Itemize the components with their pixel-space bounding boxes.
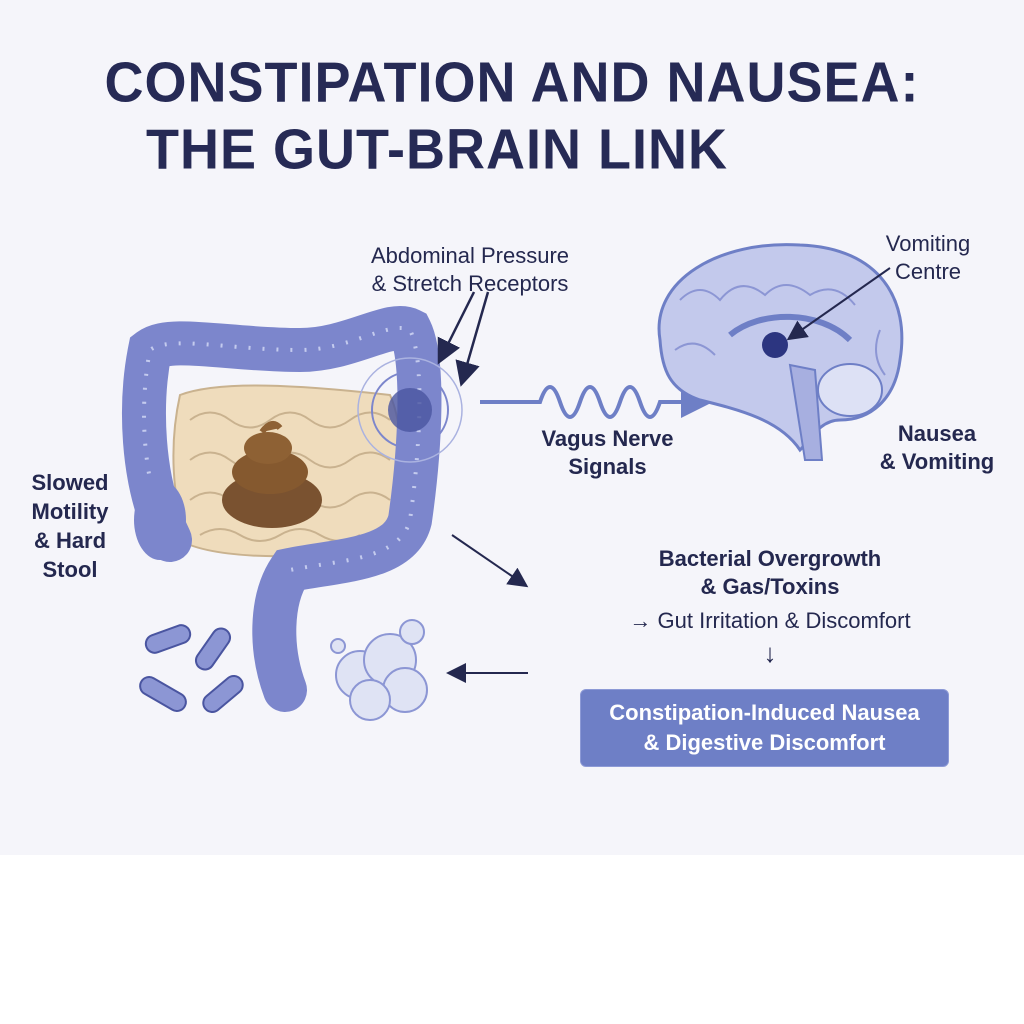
label-line: & Hard xyxy=(33,528,107,553)
vomiting-centre-dot xyxy=(762,332,788,358)
label-line: Motility xyxy=(31,499,109,524)
stool-icon xyxy=(222,420,322,528)
label-line: Slowed xyxy=(31,470,109,495)
label-nausea-vomiting: Nausea & Vomiting xyxy=(862,420,1012,476)
page-title: CONSTIPATION AND NAUSEA: THE GUT-BRAIN L… xyxy=(0,49,1024,183)
label-line: Abdominal Pressure xyxy=(370,243,570,268)
brain-icon xyxy=(657,243,904,461)
label-line: Bacterial Overgrowth xyxy=(658,546,882,571)
outcome-line-2: & Digestive Discomfort xyxy=(643,730,886,755)
cerebellum xyxy=(817,363,883,417)
label-line: Signals xyxy=(568,454,647,479)
outcome-box: Constipation-Induced Nausea & Digestive … xyxy=(580,689,949,767)
vagus-nerve-wave xyxy=(480,385,713,419)
pressure-point xyxy=(388,388,432,432)
bacteria-icon xyxy=(139,624,244,713)
label-line: & Gas/Toxins xyxy=(700,574,840,599)
label-vagus-nerve: Vagus Nerve Signals xyxy=(520,425,695,481)
label-line: & Stretch Receptors xyxy=(371,271,569,296)
gas-cloud-icon xyxy=(330,619,428,721)
brainstem xyxy=(788,363,824,461)
label-line: & Vomiting xyxy=(879,449,995,474)
label-bacterial-overgrowth: Bacterial Overgrowth & Gas/Toxins → Gut … xyxy=(600,545,940,667)
label-line: Centre xyxy=(894,259,962,284)
label-line: → Gut Irritation & Discomfort xyxy=(629,608,911,633)
down-arrow-icon: ↓ xyxy=(763,638,777,668)
label-vomiting-centre: Vomiting Centre xyxy=(868,230,988,286)
label-line: Vagus Nerve xyxy=(541,426,674,451)
illustration xyxy=(122,243,904,721)
outcome-line-1: Constipation-Induced Nausea xyxy=(609,700,920,725)
title-line-2: THE GUT-BRAIN LINK xyxy=(146,118,728,182)
label-slowed-motility: Slowed Motility & Hard Stool xyxy=(20,468,120,584)
title-line-1: CONSTIPATION AND NAUSEA: xyxy=(104,50,920,114)
label-line: Stool xyxy=(42,557,98,582)
label-abdominal-pressure: Abdominal Pressure & Stretch Receptors xyxy=(340,242,600,298)
cecum xyxy=(134,480,186,560)
label-line: Nausea xyxy=(897,421,977,446)
label-line: Vomiting xyxy=(885,231,971,256)
